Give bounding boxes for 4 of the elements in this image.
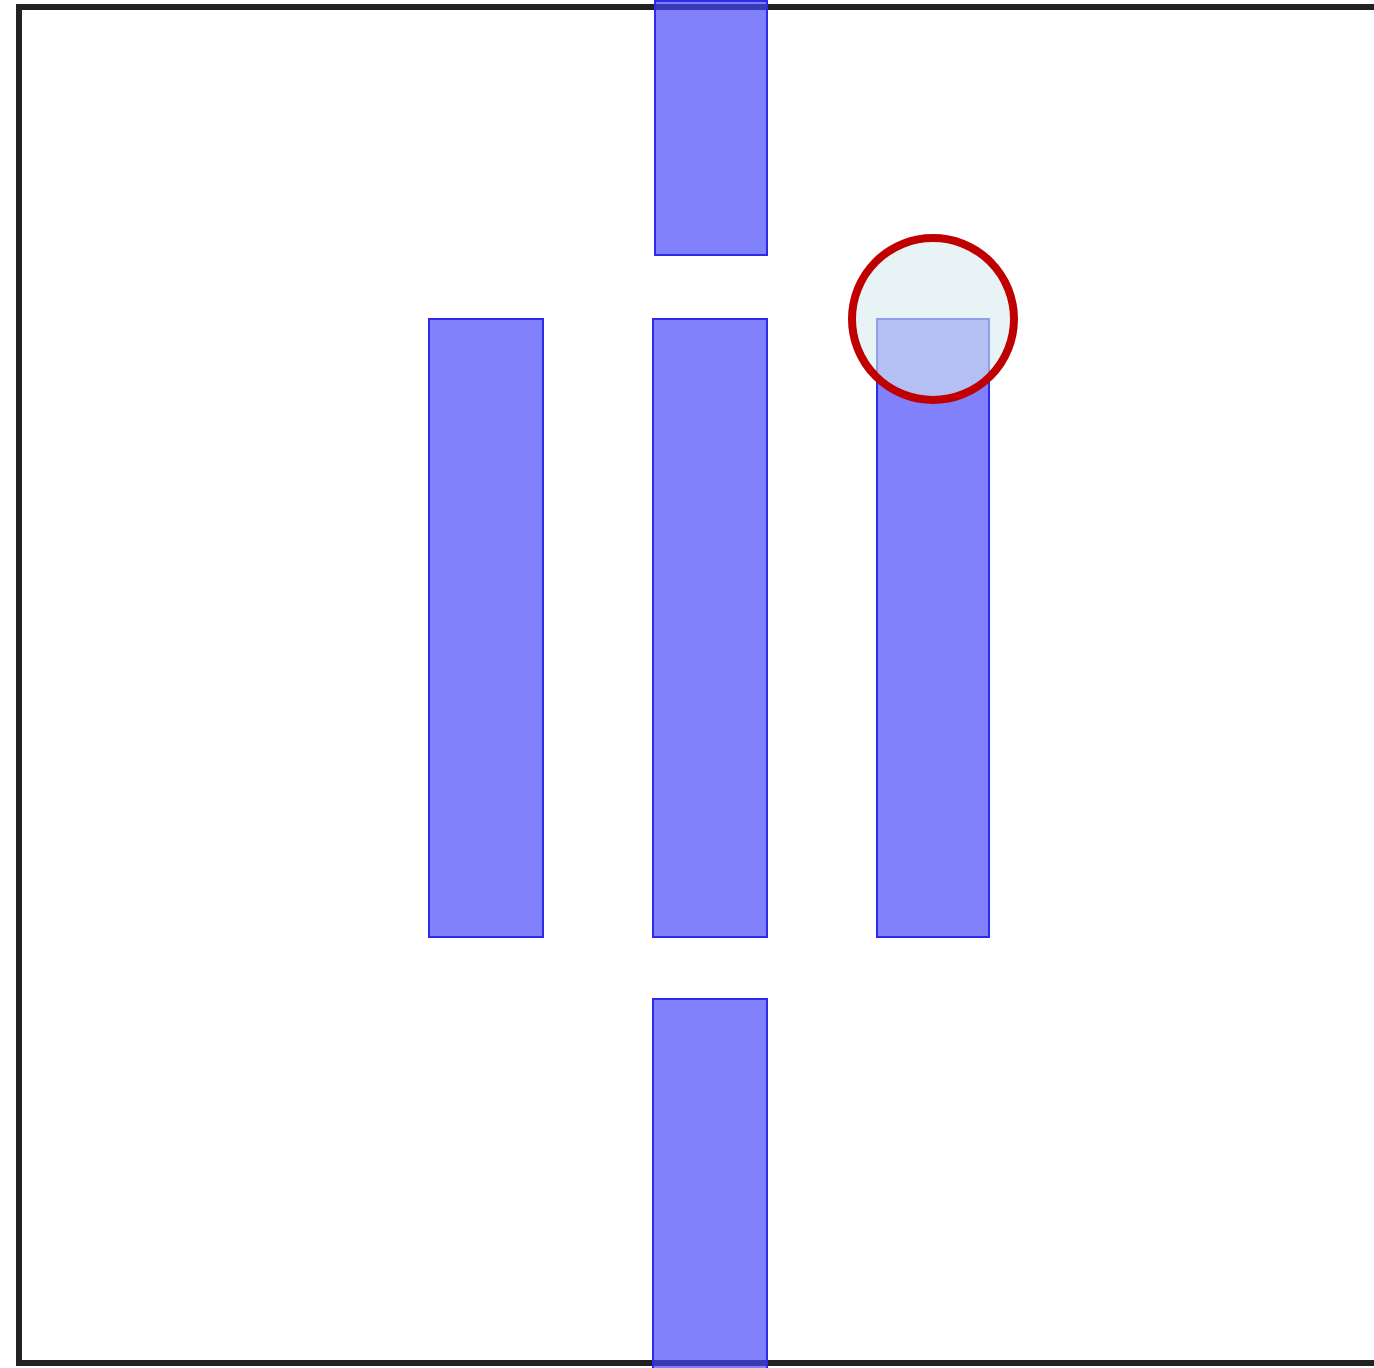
bar: [428, 318, 544, 938]
bar: [652, 318, 768, 938]
bar: [654, 0, 768, 256]
bar: [652, 998, 768, 1368]
